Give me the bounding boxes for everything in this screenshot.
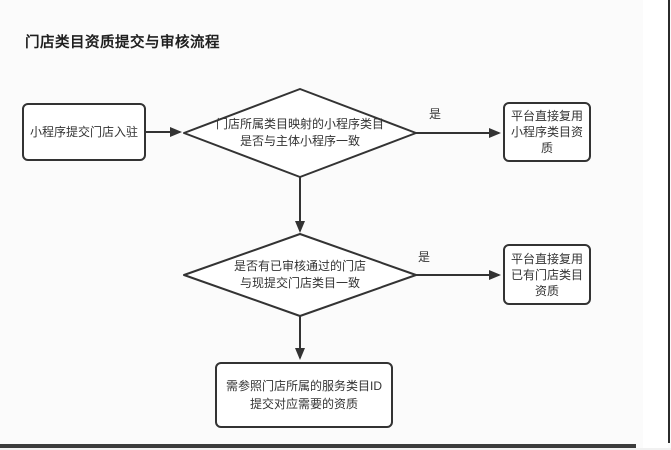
node-start: 小程序提交门店入驻 xyxy=(22,103,146,161)
node-final: 需参照门店所属的服务类目ID 提交对应需要的资质 xyxy=(215,362,393,428)
node-result1-label: 平台直接复用 小程序类目资 质 xyxy=(510,109,583,155)
node-decision1-label: 门店所属类目映射的小程序类目 是否与主体小程序一致 xyxy=(215,117,384,148)
edge-label-yes-2: 是 xyxy=(418,250,431,264)
window-bottom-border xyxy=(0,444,636,448)
node-result2: 平台直接复用 已有门店类目 资质 xyxy=(503,244,591,305)
node-final-label: 需参照门店所属的服务类目ID 提交对应需要的资质 xyxy=(225,379,382,411)
node-result2-label: 平台直接复用 已有门店类目 资质 xyxy=(510,251,583,298)
node-result1: 平台直接复用 小程序类目资 质 xyxy=(503,102,591,162)
edge-label-yes-1: 是 xyxy=(429,107,442,121)
window-right-border xyxy=(668,0,670,443)
bottom-strip xyxy=(0,448,671,450)
right-margin xyxy=(643,0,668,450)
node-decision2-label: 是否有已审核通过的门店 与现提交门店类目一致 xyxy=(233,259,366,290)
page-title: 门店类目资质提交与审核流程 xyxy=(25,35,220,51)
node-start-label: 小程序提交门店入驻 xyxy=(29,125,138,139)
